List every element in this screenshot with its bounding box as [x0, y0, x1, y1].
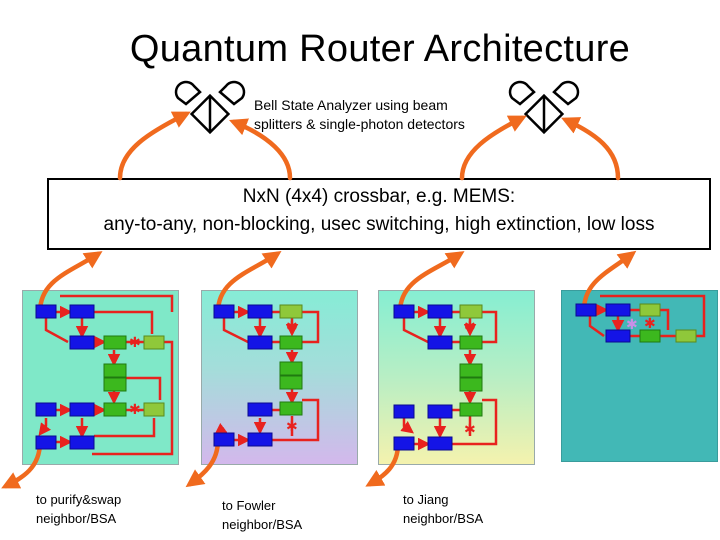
panel2-up-arrow	[215, 251, 282, 315]
panel1-node-5	[69, 402, 95, 417]
destination-3-line2: neighbor/BSA	[403, 511, 484, 526]
panel2-node-6	[247, 432, 273, 447]
panel1-memory-1	[103, 335, 127, 350]
panel3-node-7	[427, 436, 453, 451]
bsa-right-in-arrow-2	[561, 117, 621, 181]
panel4-node-2	[605, 303, 631, 317]
panel3-node-1	[393, 304, 415, 319]
bsa-left-in-arrow-1	[117, 111, 191, 181]
panel1-up-arrow	[37, 251, 103, 315]
panel2-node-1	[213, 304, 235, 319]
panel3-node-6	[393, 436, 415, 451]
panel4-node-3	[605, 329, 631, 343]
panel2-circuit: ✱ ✱	[213, 304, 320, 447]
panel1-terminal-2	[143, 402, 165, 417]
destination-label-2: to Fowler neighbor/BSA	[222, 496, 302, 534]
destination-1-line1: to purify&swap	[36, 492, 122, 507]
page-title: Quantum Router Architecture	[129, 28, 631, 70]
panel2-memory-4	[279, 401, 303, 416]
crossbar-input-arrows	[37, 250, 637, 315]
panel1-out-arrow	[1, 439, 43, 489]
panel3-memory-2	[459, 363, 483, 378]
panel3-memory-1	[459, 335, 483, 350]
panel1-node-7	[69, 435, 95, 450]
panel3-swap-mark-1: ✱	[464, 319, 476, 335]
panel1-terminal-1	[143, 335, 165, 350]
bsa-detector-icon-right	[508, 80, 580, 135]
panel2-swap-mark-2: ✱	[286, 419, 298, 435]
panel3-circuit: ✱ ✱	[393, 304, 498, 451]
panel4-swap-mark-2: ✱	[626, 317, 638, 333]
panel2-node-4	[247, 402, 273, 417]
panel1-memory-2	[103, 363, 127, 378]
bsa-right-in-arrow-1	[459, 115, 527, 181]
panel1-node-6	[35, 435, 57, 450]
panel3-swap-mark-2: ✱	[464, 422, 476, 438]
panel3-node-3	[427, 335, 453, 350]
destination-3-line1: to Jiang	[403, 492, 449, 507]
panel1-node-4	[35, 402, 57, 417]
destination-label-1: to purify&swap neighbor/BSA	[36, 490, 121, 528]
panel2-terminal-1	[279, 304, 303, 319]
panel2-memory-2	[279, 361, 303, 376]
bsa-link-arrows	[117, 111, 621, 181]
panel2-node-2	[247, 304, 273, 319]
panel4-memory-1	[639, 329, 661, 343]
crossbar-box: NxN (4x4) crossbar, e.g. MEMS: any-to-an…	[47, 178, 711, 250]
panel2-node-5	[213, 432, 235, 447]
destination-label-3: to Jiang neighbor/BSA	[403, 490, 483, 528]
bsa-caption: Bell State Analyzer using beam splitters…	[254, 96, 524, 134]
crossbar-line2: any-to-any, non-blocking, usec switching…	[103, 214, 655, 235]
panel4-node-1	[575, 303, 597, 317]
panel3-memory-4	[459, 402, 483, 417]
destination-2-line2: neighbor/BSA	[222, 517, 303, 532]
panel3-node-2	[427, 304, 453, 319]
panel1-memory-3	[103, 377, 127, 392]
destination-1-line2: neighbor/BSA	[36, 511, 117, 526]
panel4-up-arrow	[581, 250, 637, 313]
panel2-node-3	[247, 335, 273, 350]
panel1-node-2	[69, 304, 95, 319]
bsa-caption-line1: Bell State Analyzer using beam	[254, 97, 448, 113]
panel2-memory-1	[279, 335, 303, 350]
panel1-memory-4	[103, 402, 127, 417]
panel3-memory-3	[459, 377, 483, 392]
panel1-swap-mark-1: ✱	[129, 335, 141, 351]
bsa-detector-icon-left	[174, 80, 246, 135]
bsa-caption-line2: splitters & single-photon detectors	[254, 116, 465, 132]
panel4-swap-mark-1: ✱	[644, 316, 656, 332]
panel4-circuit: ✱ ✱	[575, 294, 706, 343]
crossbar-line1: NxN (4x4) crossbar, e.g. MEMS:	[242, 186, 516, 207]
destination-2-line1: to Fowler	[222, 498, 276, 513]
panel1-node-3	[69, 335, 95, 350]
panel4-terminal-2	[675, 329, 697, 343]
panel1-swap-mark-2: ✱	[129, 402, 141, 418]
panel2-out-arrow	[185, 437, 221, 488]
panel2-memory-3	[279, 375, 303, 390]
panel3-node-4	[393, 404, 415, 419]
panel2-swap-mark-1: ✱	[286, 319, 298, 335]
neighbor-output-arrows	[1, 437, 401, 489]
panel1-circuit: ✱ ✱	[35, 294, 174, 456]
panel4-terminal-1	[639, 303, 661, 317]
panel3-node-5	[427, 404, 453, 419]
panel3-up-arrow	[397, 251, 465, 315]
panel3-terminal-1	[459, 304, 483, 319]
router-node-panel-4	[561, 290, 718, 462]
bsa-left-in-arrow-2	[229, 118, 293, 181]
panel1-node-1	[35, 304, 57, 319]
